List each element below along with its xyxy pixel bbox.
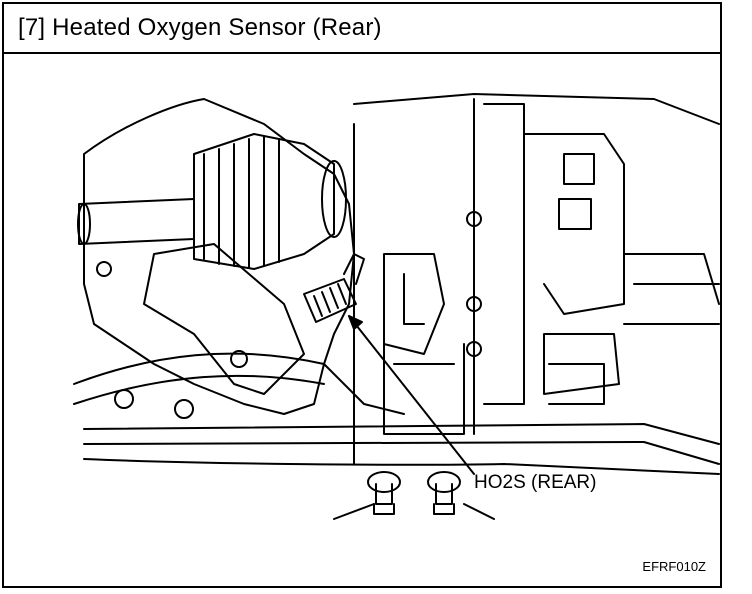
frame-rail xyxy=(83,423,720,445)
lower-bolts xyxy=(333,471,495,520)
engine-line-drawing xyxy=(73,93,720,520)
cv-boot-bellows xyxy=(193,133,347,270)
drive-shaft xyxy=(77,198,195,245)
ho2s-rear-callout: HO2S (REAR) xyxy=(474,472,597,493)
page-title: [7] Heated Oxygen Sensor (Rear) xyxy=(18,14,382,41)
callout-leader-line xyxy=(348,315,475,475)
engine-right-structure xyxy=(353,93,720,465)
bracket-bolt xyxy=(230,350,248,368)
exhaust-pipe xyxy=(73,352,405,415)
mount-bracket xyxy=(143,243,305,395)
title-bar: [7] Heated Oxygen Sensor (Rear) xyxy=(4,4,720,54)
callout-arrowhead xyxy=(348,315,363,330)
figure-code: EFRF010Z xyxy=(642,559,706,574)
oxygen-sensor-drawing xyxy=(303,253,365,323)
manual-figure-frame: [7] Heated Oxygen Sensor (Rear) xyxy=(2,2,722,588)
